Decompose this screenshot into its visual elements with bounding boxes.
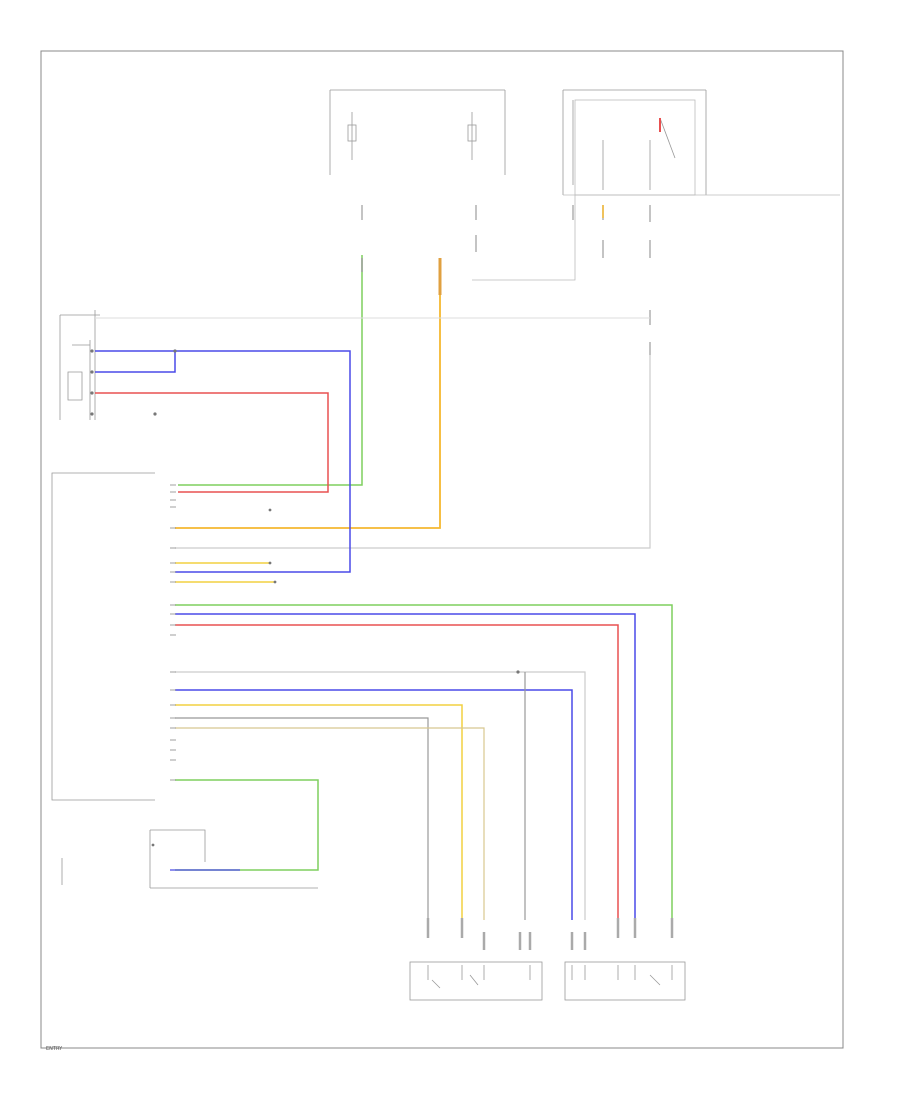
wire-blue-loop bbox=[95, 350, 351, 573]
wire-red-loop bbox=[95, 392, 329, 493]
corner-label: ENTRY bbox=[46, 1046, 63, 1052]
wire-orange-main bbox=[175, 258, 441, 529]
fuse-area bbox=[329, 89, 840, 281]
wire-green-lower bbox=[175, 779, 319, 871]
wire-blue-mid bbox=[175, 689, 573, 920]
control-module-border bbox=[51, 472, 155, 801]
wire-gray-mid-2 bbox=[175, 717, 429, 920]
module-terminals bbox=[90, 349, 520, 847]
wire-blue-long bbox=[175, 613, 636, 920]
actuator-right bbox=[564, 961, 686, 1001]
actuator-left bbox=[409, 961, 543, 1001]
wire-gray-right bbox=[175, 355, 651, 549]
lower-left-module bbox=[61, 829, 318, 889]
module-pin-marks bbox=[170, 484, 176, 781]
wire-tan-mid bbox=[175, 727, 485, 920]
wire-green-main bbox=[178, 255, 363, 486]
wire-gray-mid bbox=[175, 671, 586, 920]
actuator-connector-stubs bbox=[426, 918, 674, 950]
wire-red-long bbox=[175, 624, 619, 920]
wire-blue-short bbox=[95, 351, 176, 373]
wire-green-long bbox=[175, 604, 673, 920]
left-top-switch-group bbox=[59, 310, 100, 420]
diagram-border bbox=[40, 50, 844, 1049]
fuse-stubs bbox=[361, 205, 651, 355]
wire-yellow-mid bbox=[175, 704, 463, 920]
